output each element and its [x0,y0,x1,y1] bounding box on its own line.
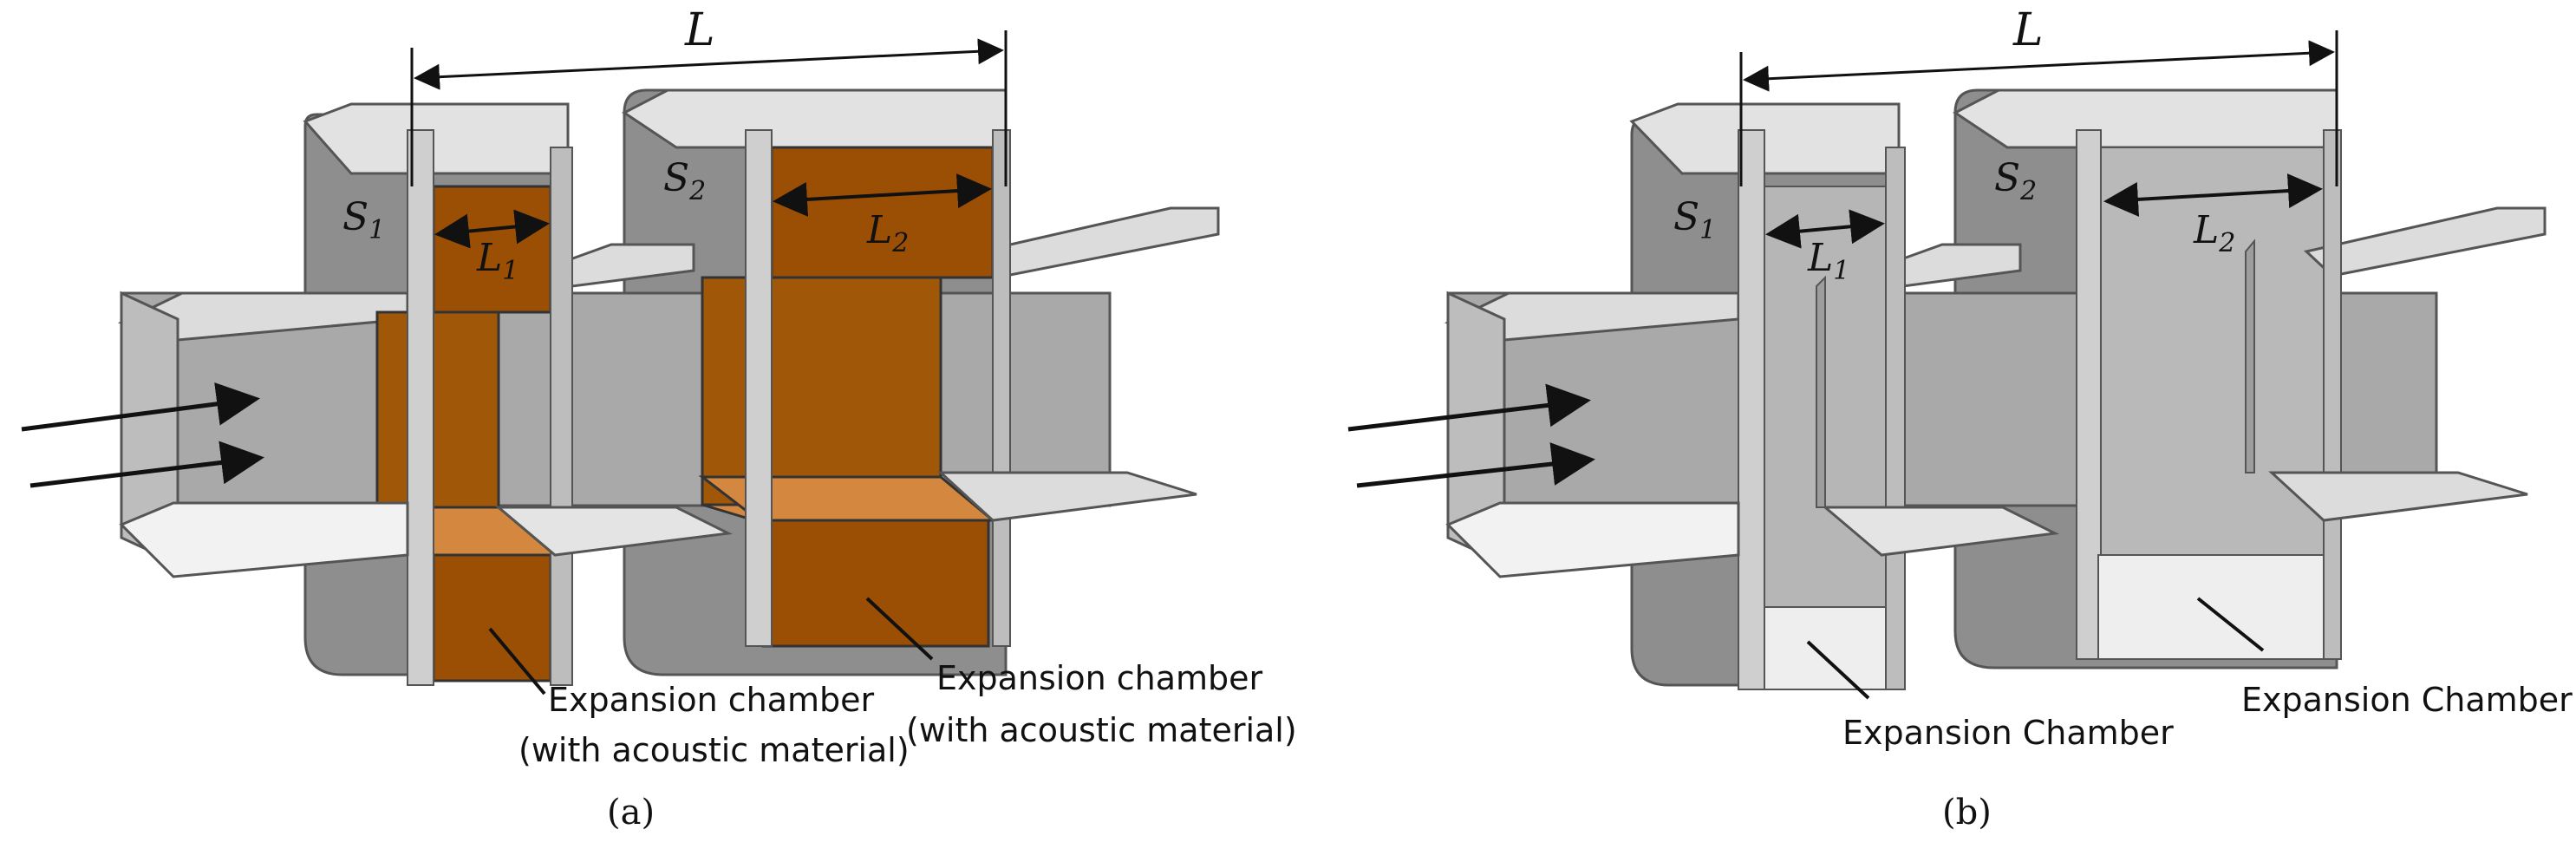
outlet-top-flange-b [2303,206,2547,278]
middle-bottom-flange-b [1821,506,2060,557]
s1-right-wall-b [1885,147,1906,690]
panel-b: L L1 L2 S1 S2 Expansion Chamber Expansio… [1347,4,2573,833]
callout-2-leader-b [2196,597,2265,652]
acoustic-material-s2-bottom [761,519,990,648]
chamber-s2-top-cap [622,88,1008,149]
acoustic-material-s2-band [701,276,942,506]
outlet-top-flange [976,206,1220,278]
caption-b: (b) [1942,793,1992,833]
dimension-l-label: L [684,4,715,56]
acoustic-material-s1-bottom [432,553,552,682]
s2-left-wall-b [2076,129,2102,660]
dimension-l1-label-b: L1 [1807,236,1849,286]
s1-right-wall [550,147,573,686]
callout-2-line2: (with acoustic material) [906,711,1297,749]
dimension-l2-label-b: L2 [2193,208,2235,258]
callout-1-b: Expansion Chamber [1842,714,2174,752]
inlet-bottom-flange [119,501,409,578]
callout-1-leader [488,627,546,696]
s1-left-wall-b [1738,129,1765,690]
baffle-s1-b [1816,275,1826,508]
s2-left-wall [745,129,773,647]
inflow-arrow-lower-b [1356,442,1595,488]
dimension-l1-label: L1 [476,236,518,286]
dimension-l-line-b [1743,40,2335,92]
callout-2-b: Expansion Chamber [2241,681,2573,719]
inlet-bottom-flange-b [1445,501,1740,578]
outlet-bottom-flange [937,471,1197,522]
inflow-arrow-lower [29,441,264,488]
baffle-s2-b [2245,238,2255,473]
s2-right-wall-b [2323,129,2342,660]
callout-1-leader-b [1806,640,1870,700]
middle-bottom-flange [494,506,734,557]
inflow-arrow-upper-b [1347,383,1591,432]
acoustic-material-s1-band [375,310,500,509]
area-s1-label: S1 [342,195,385,245]
chamber-s1-top-cap [303,102,570,175]
area-s1-label-b: S1 [1673,195,1716,245]
callout-1-line1: Expansion chamber [548,681,875,719]
caption-a: (a) [607,793,655,833]
dimension-l2-label: L2 [866,208,909,258]
callout-1-line2: (with acoustic material) [518,731,910,769]
dimension-l1-line-b [1765,209,1885,249]
panel-a: L L1 L2 S1 S2 Expansion chamber (with ac… [21,4,1297,833]
inflow-arrow-upper [21,382,260,432]
callout-2-leader [865,597,934,661]
area-s2-label-b: S2 [1994,156,2037,206]
dimension-l2-line [773,173,992,217]
s1-left-wall [407,129,434,686]
dimension-l2-line-b [2103,173,2323,217]
area-s2-label: S2 [663,156,706,206]
s1-floor-b [1764,606,1887,690]
chamber-s2-top-cap-b [1953,88,2338,149]
dimension-l1-line [434,209,550,249]
s2-right-wall [992,129,1011,647]
outlet-bottom-flange-b [2268,471,2528,522]
dimension-l-line [414,38,1004,90]
callout-2-line1: Expansion chamber [936,659,1263,697]
dimension-l-label-b: L [2012,4,2044,56]
